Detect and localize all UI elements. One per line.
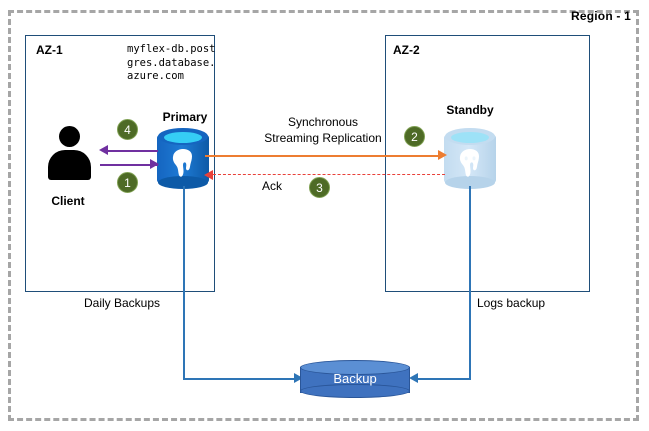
- standby-postgres-database-icon: [444, 128, 496, 190]
- ack-arrow-line: [213, 174, 445, 175]
- primary-to-client-arrow-head: [99, 145, 108, 155]
- availability-zone-1-box: [25, 35, 215, 292]
- standby-backup-vertical-line: [469, 186, 471, 378]
- database-endpoint-hostname: myflex-db.postgres.database.azure.com: [127, 43, 216, 82]
- standby-backup-horizontal-line: [415, 378, 471, 380]
- client-user-icon: [46, 126, 92, 182]
- step-badge-4: 4: [117, 119, 138, 140]
- replication-arrow-line: [205, 155, 441, 157]
- client-label: Client: [51, 194, 85, 208]
- primary-to-client-arrow-line: [106, 150, 158, 152]
- logs-backup-label: Logs backup: [477, 296, 546, 310]
- standby-label: Standby: [446, 103, 494, 117]
- replication-caption-line-2: Streaming Replication: [264, 131, 382, 145]
- backup-storage-icon: Backup: [300, 360, 410, 398]
- cylinder-bottom: [445, 176, 495, 189]
- daily-backups-label: Daily Backups: [84, 296, 161, 310]
- ack-arrow-head: [204, 170, 213, 180]
- replication-caption: Synchronous Streaming Replication: [233, 114, 413, 146]
- cylinder-top-inner: [451, 131, 489, 143]
- availability-zone-2-label: AZ-2: [393, 43, 420, 57]
- step-badge-2: 2: [404, 126, 425, 147]
- user-torso-shape: [48, 150, 91, 180]
- backup-label: Backup: [333, 371, 377, 386]
- primary-backup-vertical-line: [183, 186, 185, 378]
- client-to-primary-arrow-line: [100, 164, 158, 166]
- backup-cylinder-top: [300, 360, 410, 375]
- postgres-elephant-icon: [459, 149, 479, 177]
- ack-label: Ack: [262, 179, 283, 193]
- primary-postgres-database-icon: [157, 128, 209, 190]
- cylinder-top-inner: [164, 131, 202, 143]
- user-head-shape: [59, 126, 80, 147]
- primary-label: Primary: [162, 110, 208, 124]
- replication-caption-line-1: Synchronous: [287, 115, 359, 129]
- availability-zone-2-box: [385, 35, 590, 292]
- primary-backup-arrow-head: [294, 373, 303, 383]
- cylinder-bottom: [158, 176, 208, 189]
- step-badge-3: 3: [309, 177, 330, 198]
- primary-backup-horizontal-line: [183, 378, 297, 380]
- region-label: Region - 1: [570, 9, 631, 23]
- postgres-elephant-icon: [172, 149, 192, 177]
- replication-arrow-head: [438, 150, 447, 160]
- step-badge-1: 1: [117, 172, 138, 193]
- client-to-primary-arrow-head: [150, 159, 159, 169]
- region-boundary: [8, 10, 639, 421]
- availability-zone-1-label: AZ-1: [36, 43, 63, 57]
- backup-cylinder-bottom: [300, 384, 410, 398]
- standby-backup-arrow-head: [409, 373, 418, 383]
